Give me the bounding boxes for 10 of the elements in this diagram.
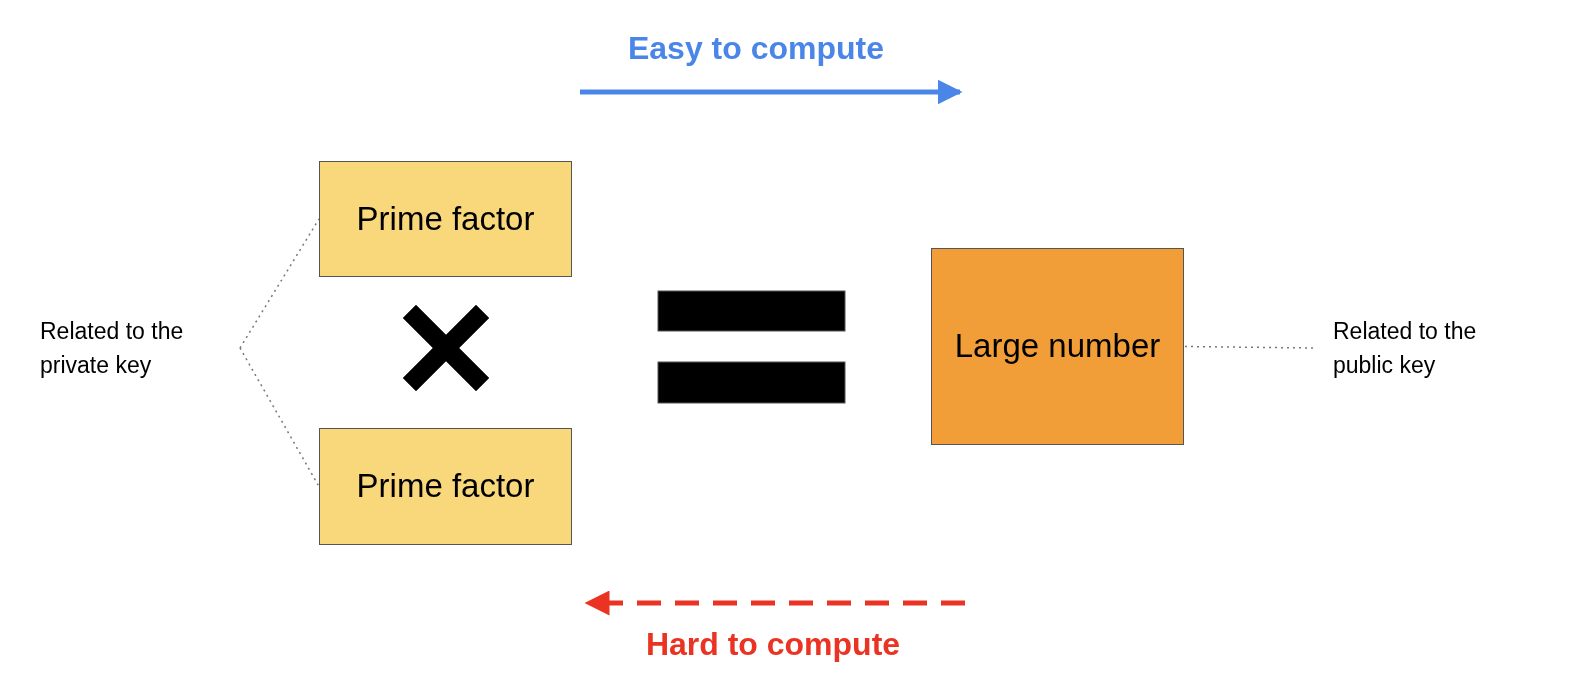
direction-label: Hard to compute — [645, 626, 901, 663]
leader-line — [239, 347, 320, 488]
note-text: Related to the private key — [40, 316, 185, 380]
leader-line — [239, 218, 320, 349]
direction-label: Easy to compute — [627, 30, 885, 67]
process-box: Large number — [931, 248, 1184, 445]
process-box: Prime factor — [319, 161, 572, 277]
leader-line — [1183, 345, 1314, 349]
process-box: Prime factor — [319, 428, 572, 545]
note-text: Related to the public key — [1333, 316, 1478, 380]
